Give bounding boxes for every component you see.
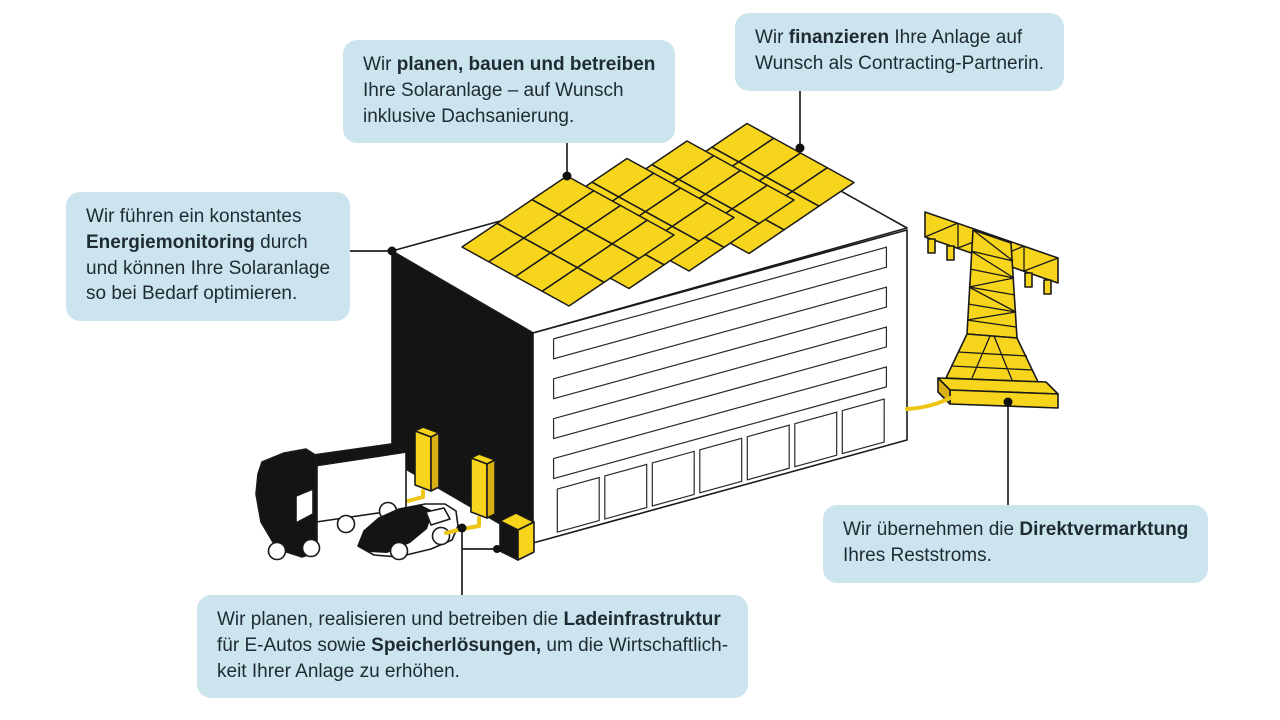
grid-connection-cable <box>905 396 952 411</box>
connectors <box>300 55 1013 612</box>
solar-array <box>462 176 674 306</box>
connector-dot <box>493 545 501 553</box>
facade-door-panel <box>557 478 599 533</box>
connector-dot <box>562 171 572 181</box>
delivery-truck <box>255 443 407 561</box>
car-window <box>425 507 451 526</box>
pylon-base <box>937 333 1059 409</box>
ev-charger <box>414 426 440 492</box>
pylon-insulator <box>1024 272 1033 288</box>
power-transmission-pylon <box>924 211 1059 409</box>
solar-panel-arrays <box>462 124 854 307</box>
connector-dot <box>795 143 805 153</box>
facade-window-stripe <box>554 247 887 359</box>
callout-charging-infrastructure: Wir planen, realisieren und betreiben di… <box>197 595 749 699</box>
truck-wheel <box>336 514 356 534</box>
warehouse-facade <box>533 230 907 543</box>
facade-door-panel <box>652 451 694 506</box>
electric-car <box>357 503 481 561</box>
battery-storage-unit <box>499 512 535 561</box>
facade-window-stripe <box>554 327 887 439</box>
facade-door-panel <box>700 438 742 493</box>
connector-dot <box>1003 397 1013 407</box>
ev-charging-stations <box>360 426 496 519</box>
truck-cab-window <box>295 488 314 524</box>
facade-window-stripe <box>554 287 887 399</box>
facade-window-stripe <box>554 367 887 479</box>
warehouse-building <box>392 148 907 543</box>
connector-dot <box>457 523 467 533</box>
solar-panel-cell <box>542 268 604 306</box>
charging-cable <box>444 516 481 535</box>
facade-door-panel <box>842 399 884 454</box>
facade-door-panel <box>795 412 837 467</box>
truck-wheel <box>267 541 287 561</box>
connector-dot <box>387 246 397 256</box>
pylon-insulator <box>1043 279 1052 295</box>
facade-door-panel <box>605 464 647 519</box>
pylon-insulator <box>946 245 955 261</box>
pylon-mast <box>966 229 1018 339</box>
truck-wheel <box>301 538 321 558</box>
pylon-insulator <box>927 238 936 254</box>
car-wheel <box>431 526 451 546</box>
car-wheel <box>389 541 409 561</box>
car-front <box>358 505 433 553</box>
facade-door-panel <box>747 425 789 480</box>
ev-charger <box>470 453 496 519</box>
